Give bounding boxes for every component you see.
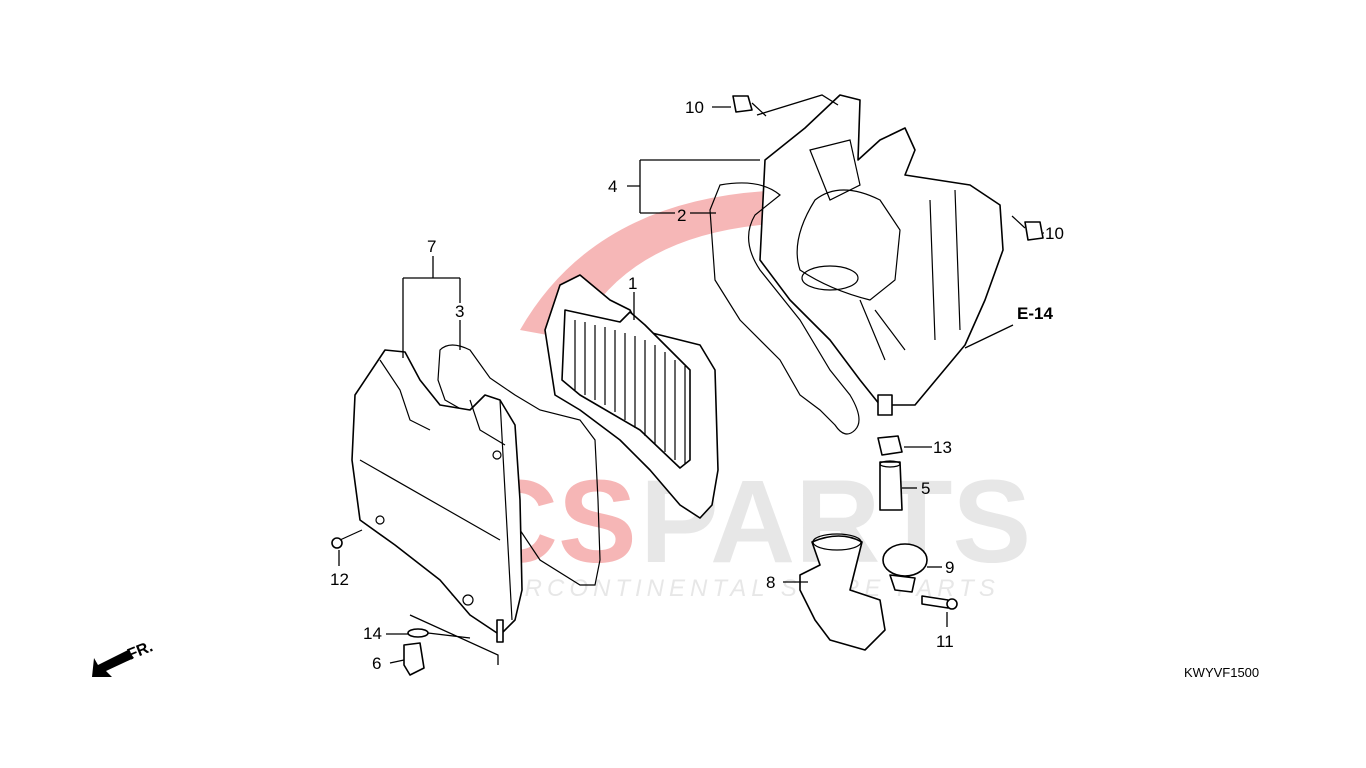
tube-band-9[interactable] — [882, 543, 928, 593]
air-cleaner-cover[interactable] — [351, 349, 523, 643]
case-gasket[interactable] — [709, 182, 860, 435]
screw-11[interactable] — [921, 595, 958, 610]
callout-4: 4 — [608, 177, 617, 196]
connecting-tube-8[interactable] — [799, 533, 886, 651]
diagram-code: KWYVF1500 — [1184, 665, 1259, 680]
air-cleaner-element[interactable] — [544, 274, 719, 519]
callout-10-top: 10 — [685, 98, 704, 117]
leader-lines — [338, 94, 1044, 665]
callout-2: 2 — [677, 206, 686, 225]
drain-plug-6[interactable] — [403, 642, 425, 676]
clamp-13[interactable] — [877, 435, 903, 456]
front-label: FR. — [125, 638, 155, 663]
bolt-10-right[interactable] — [1011, 215, 1044, 241]
front-arrow-icon: FR. — [92, 638, 155, 677]
clip-14[interactable] — [407, 628, 429, 638]
callout-5: 5 — [921, 479, 930, 498]
callout-8: 8 — [766, 573, 775, 592]
callout-13: 13 — [933, 438, 952, 457]
callout-1: 1 — [628, 274, 637, 293]
callout-14: 14 — [363, 624, 382, 643]
watermark-tagline: INTERCONTINENTAL SPARE PARTS — [450, 575, 1000, 602]
screw-12[interactable] — [331, 529, 363, 549]
reference-e14[interactable]: E-14 — [1017, 304, 1053, 323]
drain-tube-5[interactable] — [879, 460, 903, 511]
callout-7: 7 — [427, 237, 436, 256]
callout-9: 9 — [945, 558, 954, 577]
bolt-10-top[interactable] — [732, 95, 767, 117]
callout-11: 11 — [936, 632, 954, 651]
air-cleaner-case[interactable] — [759, 94, 1004, 416]
callout-10-right: 10 — [1045, 224, 1064, 243]
callout-12: 12 — [330, 570, 349, 589]
callout-6: 6 — [372, 654, 381, 673]
callout-3: 3 — [455, 302, 464, 321]
